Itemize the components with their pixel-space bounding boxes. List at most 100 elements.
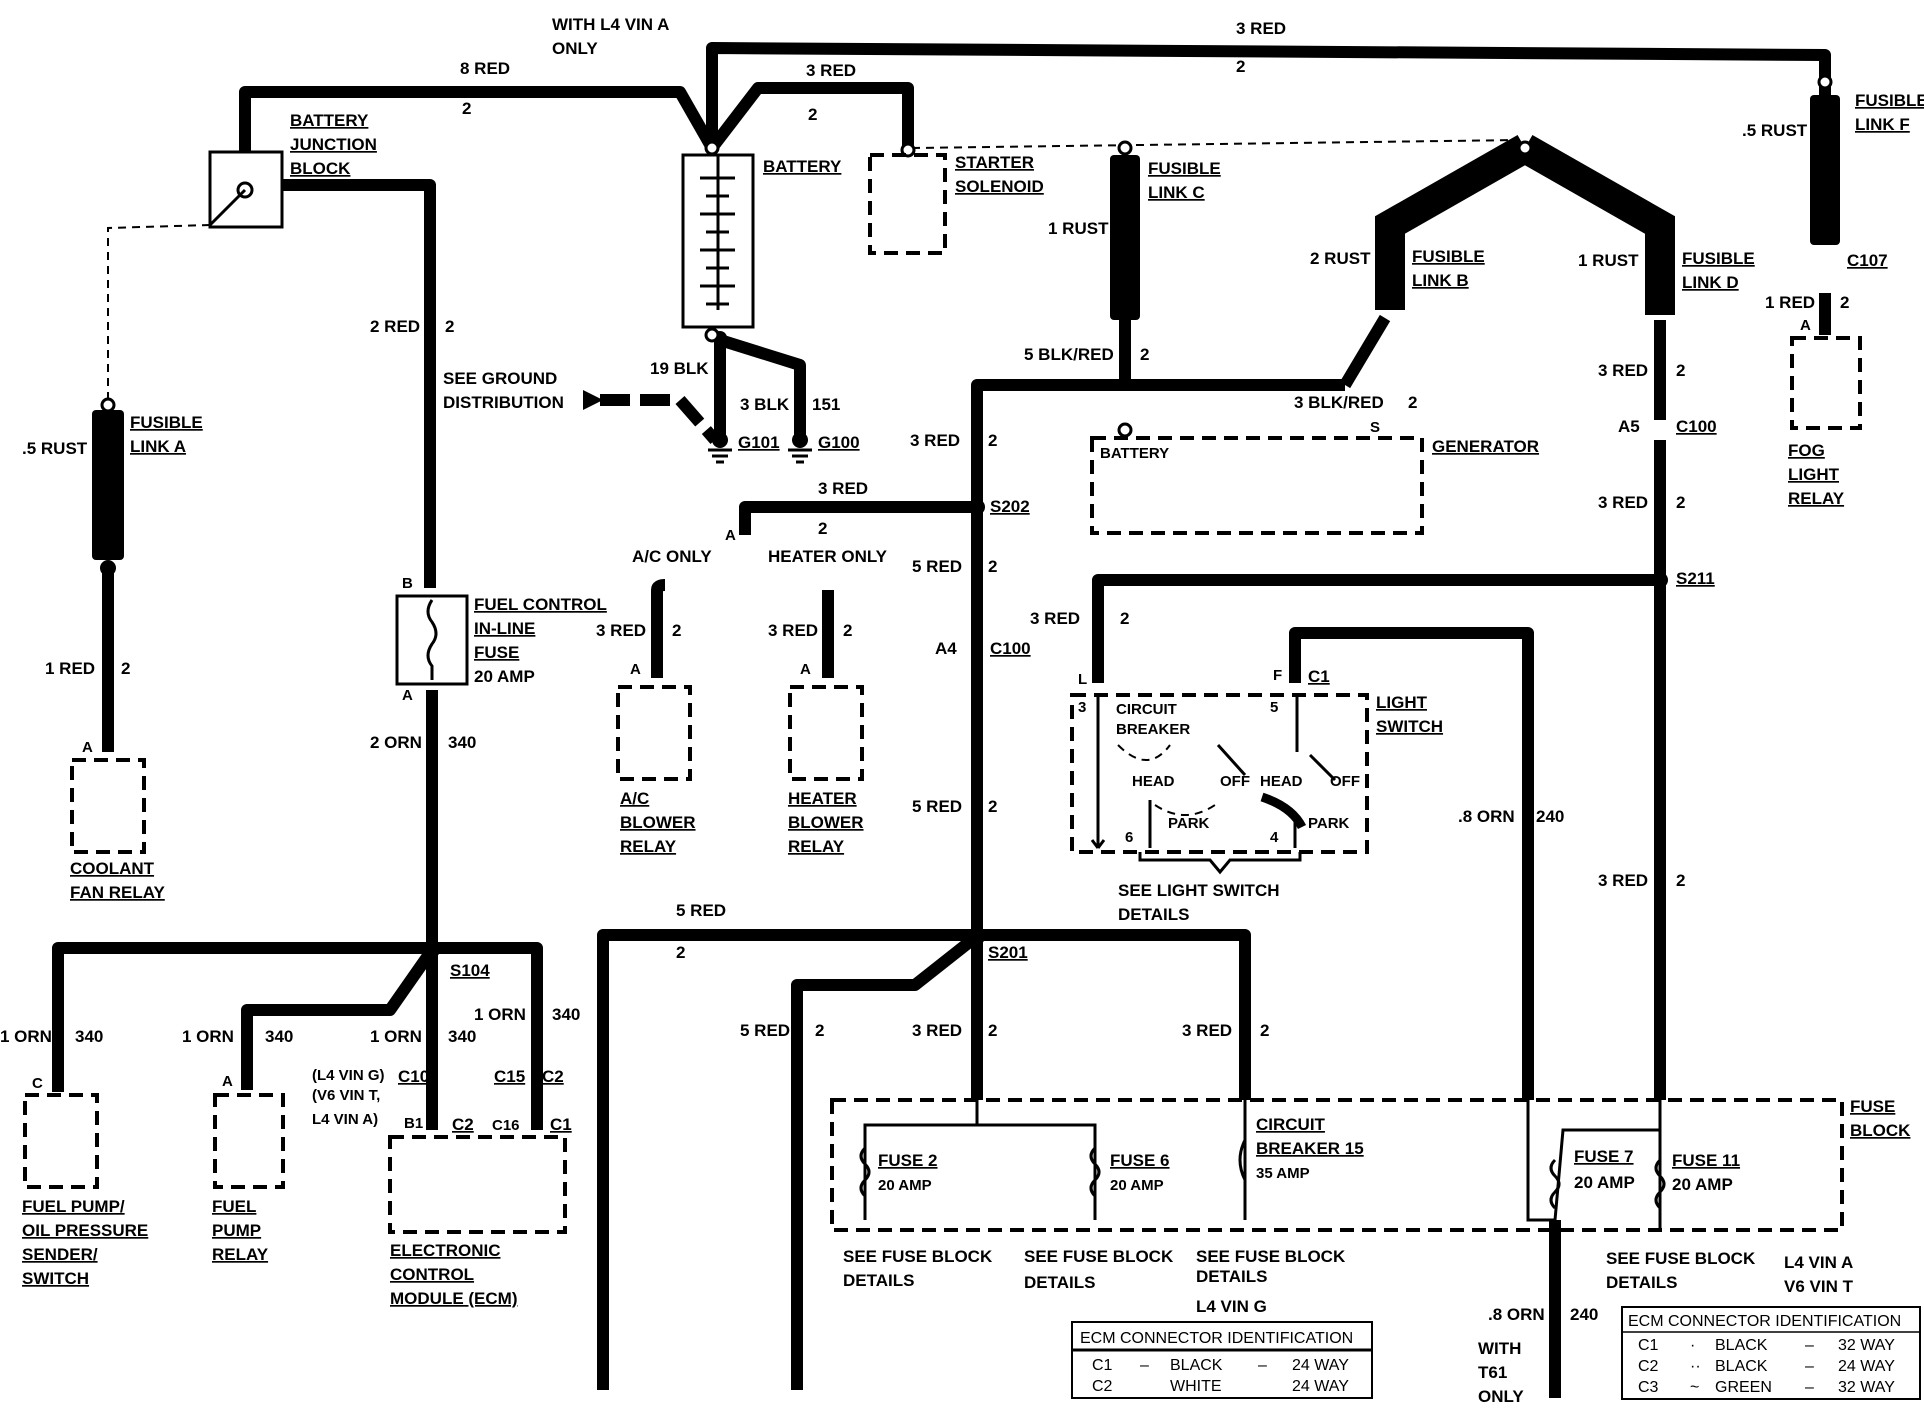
svg-text:3 BLK/RED: 3 BLK/RED [1294,393,1384,412]
svg-text:IN-LINE: IN-LINE [474,619,535,638]
svg-text:FUEL PUMP/: FUEL PUMP/ [22,1197,125,1216]
svg-text:A: A [222,1073,233,1090]
svg-text:2: 2 [1120,609,1129,628]
wires [52,42,1831,1398]
svg-text:2: 2 [1676,493,1685,512]
svg-text:S201: S201 [988,943,1028,962]
svg-text:1 RUST: 1 RUST [1048,219,1109,238]
svg-text:FUSE: FUSE [474,643,519,662]
svg-text:OFF: OFF [1330,773,1360,790]
svg-text:2: 2 [1840,293,1849,312]
svg-text:–: – [1805,1358,1814,1375]
svg-text:V6 VIN T: V6 VIN T [1784,1277,1854,1296]
svg-text:3 RED: 3 RED [1182,1021,1232,1040]
svg-text:FUSE 6: FUSE 6 [1110,1151,1170,1170]
svg-text:1 RED: 1 RED [45,659,95,678]
fuel-pump-relay [213,1093,285,1189]
svg-text:C100: C100 [990,639,1031,658]
svg-text:3 BLK: 3 BLK [740,395,790,414]
svg-text:2: 2 [843,621,852,640]
svg-text:ONLY: ONLY [552,39,598,58]
svg-text:S104: S104 [450,961,490,980]
svg-text:2: 2 [988,557,997,576]
svg-text:3 RED: 3 RED [818,479,868,498]
svg-text:BLACK: BLACK [1715,1337,1768,1354]
svg-text:ELECTRONIC: ELECTRONIC [390,1241,501,1260]
svg-text:3 RED: 3 RED [768,621,818,640]
svg-text:SEE FUSE BLOCK: SEE FUSE BLOCK [1024,1247,1174,1266]
svg-text:FUEL CONTROL: FUEL CONTROL [474,595,607,614]
svg-text:GENERATOR: GENERATOR [1432,437,1539,456]
svg-text:24 WAY: 24 WAY [1292,1378,1349,1395]
svg-text:240: 240 [1536,807,1564,826]
s104-dot [424,942,440,958]
svg-text:FUSIBLE: FUSIBLE [1412,247,1485,266]
svg-text:–: – [1140,1357,1149,1374]
svg-text:S211: S211 [1676,569,1715,588]
svg-text:DISTRIBUTION: DISTRIBUTION [443,393,564,412]
svg-text:ECM CONNECTOR IDENTIFICATION: ECM CONNECTOR IDENTIFICATION [1628,1313,1901,1330]
svg-text:5: 5 [1270,699,1278,716]
starter-solenoid [868,153,947,255]
svg-text:S202: S202 [990,497,1030,516]
svg-text:LINK C: LINK C [1148,183,1205,202]
svg-text:G101: G101 [738,433,780,452]
svg-text:1 ORN: 1 ORN [474,1005,526,1024]
svg-text:C2: C2 [452,1115,474,1134]
generator-box [1090,436,1424,535]
svg-text:STARTER: STARTER [955,153,1034,172]
svg-text:ONLY: ONLY [1478,1387,1524,1406]
svg-text:32 WAY: 32 WAY [1838,1337,1895,1354]
svg-text:A: A [82,739,93,756]
svg-text:5 BLK/RED: 5 BLK/RED [1024,345,1114,364]
svg-text:340: 340 [448,733,476,752]
svg-text:3 RED: 3 RED [910,431,960,450]
svg-text:A5: A5 [1618,417,1640,436]
svg-text:SWITCH: SWITCH [1376,717,1443,736]
fuel-pump-sender [23,1093,99,1189]
coolant-fan-relay [70,758,146,854]
svg-text:A: A [800,661,811,678]
svg-text:2: 2 [815,1021,824,1040]
svg-text:20 AMP: 20 AMP [474,667,535,686]
svg-text:OIL PRESSURE: OIL PRESSURE [22,1221,148,1240]
svg-text:BREAKER: BREAKER [1116,721,1190,738]
svg-text:1 RUST: 1 RUST [1578,251,1639,270]
svg-text:FUSE 2: FUSE 2 [878,1151,938,1170]
svg-text:20 AMP: 20 AMP [878,1177,932,1194]
svg-text:HEATER: HEATER [788,789,857,808]
svg-text:2: 2 [1140,345,1149,364]
svg-text:SEE FUSE BLOCK: SEE FUSE BLOCK [843,1247,993,1266]
svg-text:2: 2 [1236,57,1245,76]
svg-text:2: 2 [462,99,471,118]
svg-text:2: 2 [1260,1021,1269,1040]
svg-text:SEE LIGHT SWITCH: SEE LIGHT SWITCH [1118,881,1280,900]
svg-text:3 RED: 3 RED [1598,871,1648,890]
ecm-box [388,1135,567,1234]
svg-text:LINK B: LINK B [1412,271,1469,290]
svg-text:2: 2 [808,105,817,124]
svg-text:SOLENOID: SOLENOID [955,177,1044,196]
svg-text:2 RUST: 2 RUST [1310,249,1371,268]
svg-text:3 RED: 3 RED [1598,493,1648,512]
svg-text:5 RED: 5 RED [676,901,726,920]
svg-text:WHITE: WHITE [1170,1378,1222,1395]
svg-text:JUNCTION: JUNCTION [290,135,377,154]
svg-text:PARK: PARK [1308,815,1350,832]
svg-text:RELAY: RELAY [620,837,677,856]
svg-text:SENDER/: SENDER/ [22,1245,98,1264]
thin-lines [107,139,1662,1230]
svg-text:.8 ORN: .8 ORN [1488,1305,1545,1324]
svg-text:2: 2 [672,621,681,640]
svg-text:2: 2 [1408,393,1417,412]
svg-text:–: – [1258,1357,1267,1374]
svg-text:20 AMP: 20 AMP [1672,1175,1733,1194]
svg-text:24 WAY: 24 WAY [1838,1358,1895,1375]
svg-text:BATTERY: BATTERY [763,157,842,176]
svg-text:SEE FUSE BLOCK: SEE FUSE BLOCK [1606,1249,1756,1268]
svg-text:WITH L4 VIN A: WITH L4 VIN A [552,15,669,34]
svg-text:DETAILS: DETAILS [1024,1273,1095,1292]
ac-blower-relay [616,685,692,781]
svg-text:BATTERY: BATTERY [290,111,369,130]
